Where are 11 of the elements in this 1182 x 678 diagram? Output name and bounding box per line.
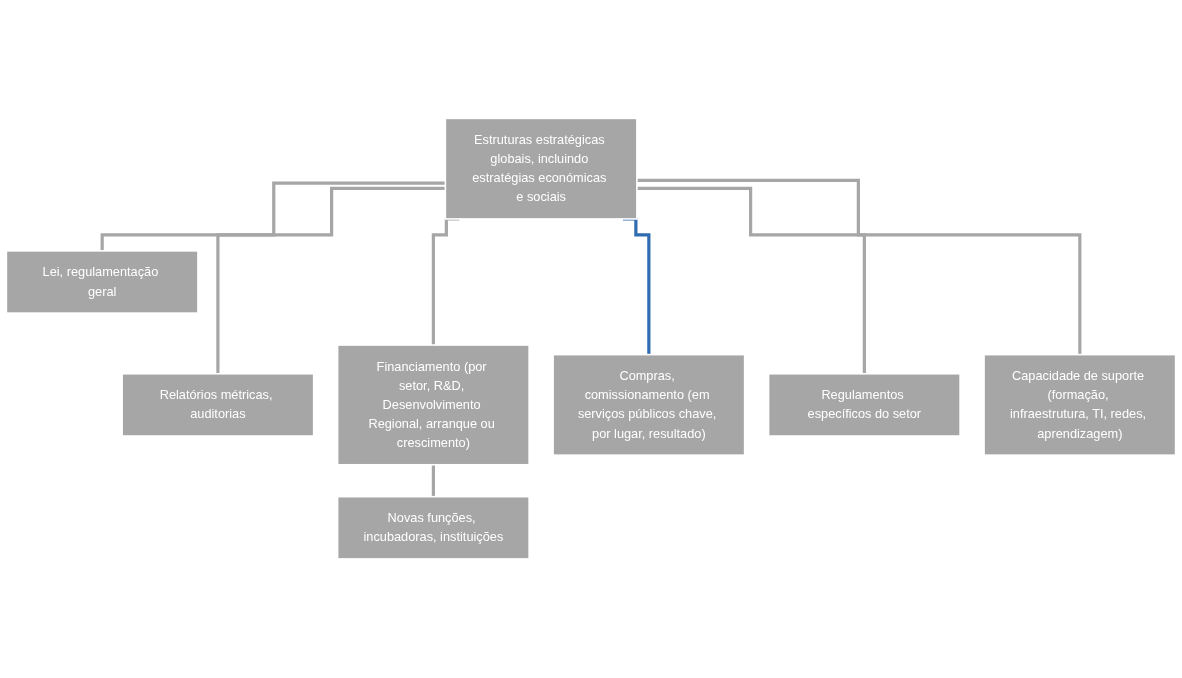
node-box: Relatórios métricas, auditorias: [121, 373, 315, 438]
node-box: Financiamento (por setor, R&D, Desenvolvimento Regional, arranque ou crescimento): [336, 344, 530, 466]
node-box: Novas funções, incubadoras, instituições: [336, 496, 530, 561]
connector: [216, 187, 446, 376]
node-box: Regulamentos específicos do setor: [767, 373, 961, 438]
node-box: Lei, regulamentação geral: [5, 250, 199, 315]
node-box: Capacidade de suporte (formação, infraestrutura, TI, redes, aprendizagem): [983, 354, 1177, 457]
connector: [636, 187, 866, 376]
node-box: Compras, comissionamento (em serviços públicos chave, por lugar, resultado): [552, 354, 746, 457]
node-box: Estruturas estratégicas globais, incluindo estratégias económicas e sociais: [444, 117, 638, 221]
connector: [100, 181, 446, 253]
